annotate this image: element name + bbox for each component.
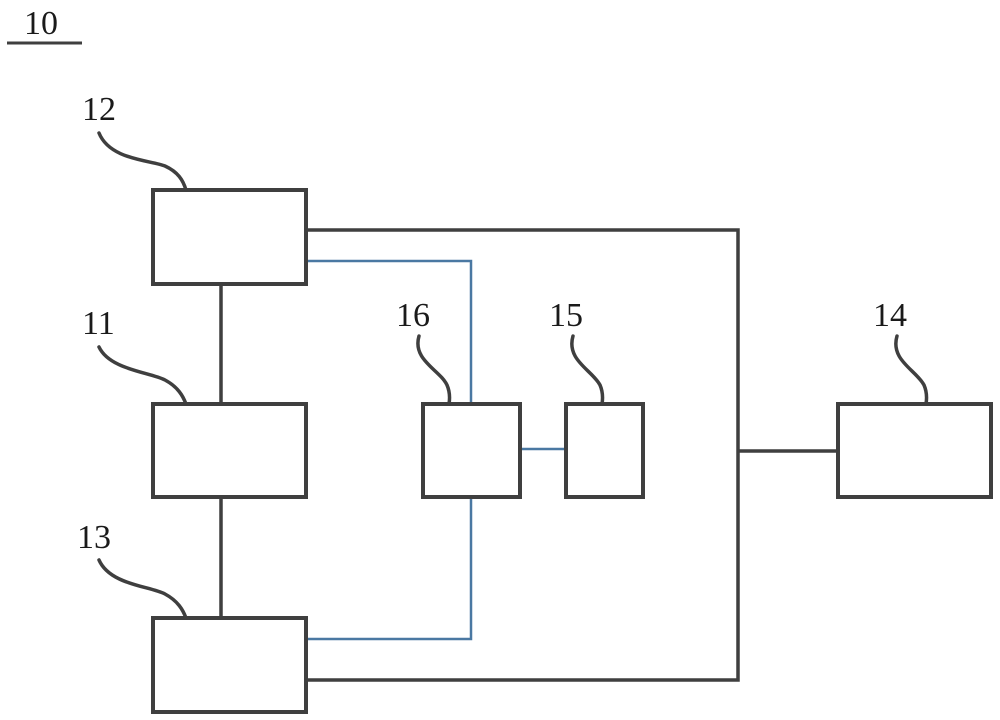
wire-16-13 <box>306 497 473 641</box>
leader-15 <box>570 334 605 406</box>
block-label-16: 16 <box>396 297 430 334</box>
leader-13 <box>97 558 188 620</box>
block-14 <box>836 402 993 499</box>
block-13 <box>151 616 308 714</box>
block-12 <box>151 188 308 286</box>
block-11 <box>151 402 308 499</box>
figure-reference-label: 10 <box>24 5 58 42</box>
leader-12 <box>97 131 188 192</box>
block-label-11: 11 <box>82 305 115 342</box>
block-label-15: 15 <box>549 297 583 334</box>
block-label-14: 14 <box>873 297 907 334</box>
block-16 <box>421 402 522 499</box>
block-label-12: 12 <box>82 91 116 128</box>
block-15 <box>564 402 645 499</box>
wire-12-16 <box>306 259 473 404</box>
wire-bus-right <box>306 228 740 682</box>
leader-14 <box>894 334 929 406</box>
leader-11 <box>97 345 188 406</box>
leader-16 <box>416 334 452 406</box>
block-label-13: 13 <box>77 519 111 556</box>
